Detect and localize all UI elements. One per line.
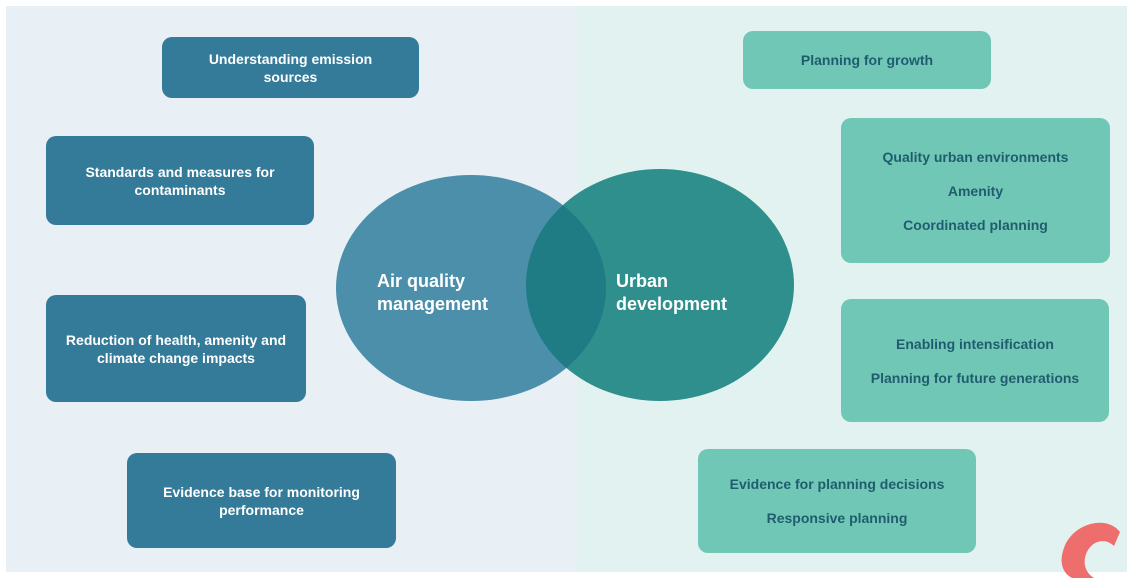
box-standards-measures: Standards and measures for contaminants	[46, 136, 314, 225]
box-line: Amenity	[947, 182, 1004, 199]
box-evidence-planning-decisions: Evidence for planning decisions Responsi…	[698, 449, 976, 553]
box-line: Planning for growth	[800, 52, 934, 68]
box-line: Evidence for planning decisions	[729, 476, 945, 492]
box-line: performance	[219, 501, 304, 518]
venn-circle-air-quality	[336, 175, 606, 401]
venn-label-line: management	[377, 294, 489, 314]
venn-label-line: development	[616, 294, 728, 314]
box-enabling-intensification: Enabling intensification Planning for fu…	[841, 299, 1109, 422]
box-planning-growth: Planning for growth	[743, 31, 991, 89]
box-line: Evidence base for monitoring	[163, 483, 360, 500]
box-understanding-emission-sources: Understanding emission sources	[162, 37, 419, 98]
brand-logo-icon	[1061, 522, 1120, 578]
box-line: contaminants	[134, 181, 226, 198]
box-evidence-monitoring: Evidence base for monitoring performance	[127, 453, 396, 548]
box-line: sources	[263, 68, 318, 85]
box-line: Understanding emission	[208, 50, 373, 67]
venn-label-air-quality: Air quality management	[377, 270, 488, 316]
box-line: climate change impacts	[97, 349, 255, 366]
box-line: Responsive planning	[766, 510, 908, 526]
box-line: Reduction of health, amenity and	[65, 331, 287, 348]
venn-label-line: Urban	[616, 271, 669, 291]
venn-circle-urban-development	[526, 169, 794, 401]
box-line: Enabling intensification	[896, 335, 1054, 352]
venn-label-urban-development: Urban development	[616, 270, 727, 316]
box-line: Planning for future generations	[870, 369, 1080, 386]
venn-label-line: Air quality	[377, 271, 466, 291]
box-line: Quality urban environments	[882, 148, 1069, 165]
box-line: Standards and measures for	[85, 163, 275, 180]
box-line: Coordinated planning	[903, 216, 1048, 233]
box-reduction-impacts: Reduction of health, amenity and climate…	[46, 295, 306, 402]
box-quality-urban-environments: Quality urban environments Amenity Coord…	[841, 118, 1110, 263]
